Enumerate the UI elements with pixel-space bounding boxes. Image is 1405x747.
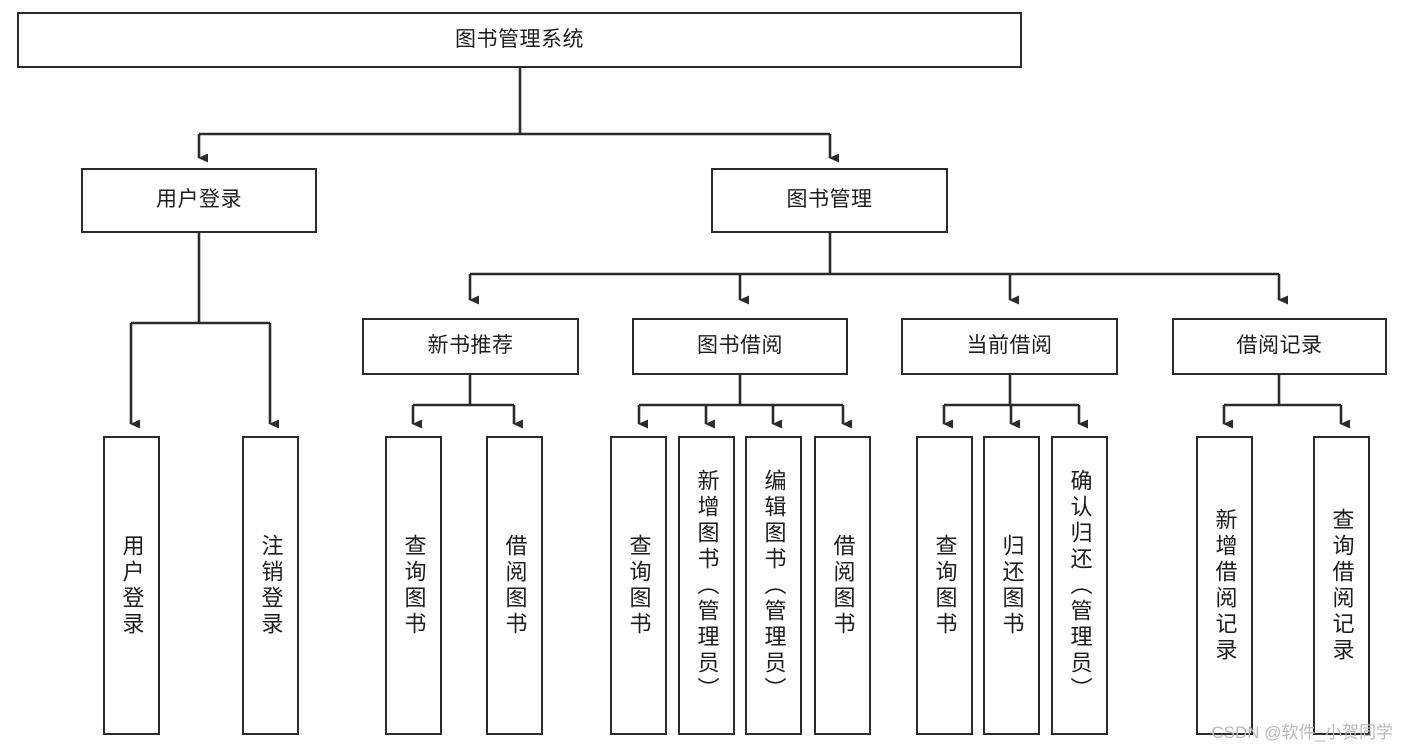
leaf-add-book-admin[interactable]: 新增图书（管理员）	[678, 436, 735, 735]
node-user-login[interactable]: 用户登录	[81, 168, 317, 233]
node-label: 图书管理	[786, 188, 873, 212]
leaf-query-book-recommend[interactable]: 查询图书	[385, 436, 442, 735]
leaf-query-borrow-record[interactable]: 查询借阅记录	[1313, 436, 1370, 735]
node-label: 归还图书	[999, 533, 1025, 638]
node-label: 查询图书	[401, 533, 427, 638]
node-label: 用户登录	[119, 533, 145, 638]
leaf-borrow-book-recommend[interactable]: 借阅图书	[486, 436, 543, 735]
leaf-return-book[interactable]: 归还图书	[983, 436, 1040, 735]
node-label: 借阅图书	[502, 533, 528, 638]
leaf-query-book-borrow[interactable]: 查询图书	[610, 436, 667, 735]
node-new-book-recommend[interactable]: 新书推荐	[362, 318, 579, 375]
leaf-borrow-book-borrow[interactable]: 借阅图书	[814, 436, 871, 735]
node-root-book-management-system[interactable]: 图书管理系统	[17, 12, 1022, 68]
leaf-edit-book-admin[interactable]: 编辑图书（管理员）	[745, 436, 802, 735]
node-label: 新增借阅记录	[1212, 507, 1238, 664]
leaf-logout-login[interactable]: 注销登录	[242, 436, 299, 735]
node-book-borrow[interactable]: 图书借阅	[632, 318, 848, 375]
leaf-confirm-return-admin[interactable]: 确认归还（管理员）	[1051, 436, 1108, 735]
node-current-borrow[interactable]: 当前借阅	[901, 318, 1118, 375]
node-label: 图书借阅	[697, 334, 783, 358]
node-label: 查询图书	[626, 533, 652, 638]
node-label: 用户登录	[156, 188, 242, 212]
node-label: 确认归还（管理员）	[1067, 468, 1093, 703]
node-borrow-record[interactable]: 借阅记录	[1172, 318, 1387, 375]
node-label: 新增图书（管理员）	[694, 468, 720, 703]
node-label: 新书推荐	[427, 334, 514, 358]
node-label: 图书管理系统	[455, 27, 584, 51]
leaf-user-login[interactable]: 用户登录	[103, 436, 160, 735]
node-label: 借阅图书	[830, 533, 856, 638]
node-book-management[interactable]: 图书管理	[711, 168, 948, 233]
node-label: 当前借阅	[966, 334, 1053, 358]
node-label: 查询借阅记录	[1329, 507, 1355, 664]
node-label: 编辑图书（管理员）	[761, 468, 787, 703]
leaf-query-book-current[interactable]: 查询图书	[916, 436, 973, 735]
node-label: 注销登录	[258, 533, 284, 638]
node-label: 查询图书	[932, 533, 958, 638]
leaf-add-borrow-record[interactable]: 新增借阅记录	[1196, 436, 1253, 735]
node-label: 借阅记录	[1236, 334, 1323, 358]
